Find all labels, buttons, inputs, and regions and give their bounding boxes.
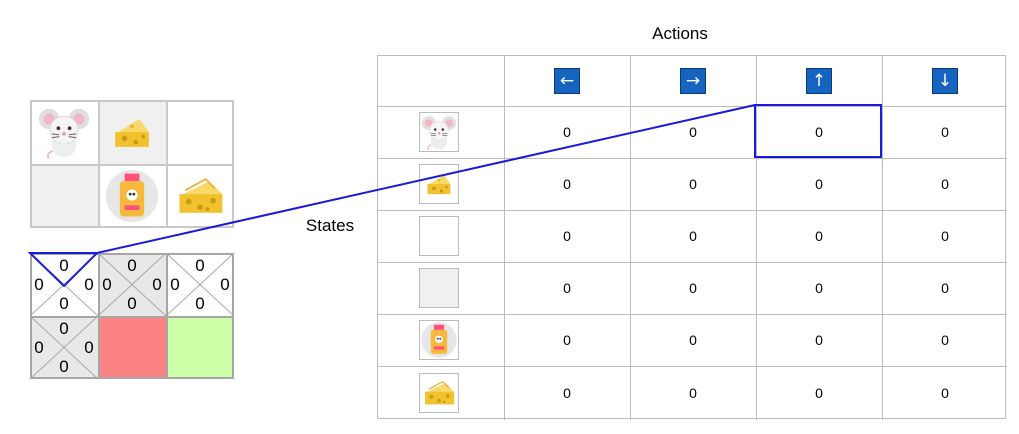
state-thumbnail-cheese-small <box>419 164 459 204</box>
cheese-stack-icon <box>425 380 455 405</box>
q-table-value: 0 <box>815 176 823 192</box>
q-table-value: 0 <box>689 280 697 296</box>
q-value-bottom: 0 <box>195 294 205 313</box>
q-table-value: 0 <box>689 228 697 244</box>
q-value-right: 0 <box>84 275 94 294</box>
grid-cell-empty-gray <box>30 164 98 228</box>
poison-icon <box>421 322 457 358</box>
q-table-value: 0 <box>563 280 571 296</box>
q-value-left: 0 <box>170 275 180 294</box>
table-row-divider <box>378 366 1007 367</box>
q-table-value: 0 <box>815 332 823 348</box>
q-cell-cross <box>166 253 234 316</box>
q-value-bottom: 0 <box>127 294 137 313</box>
q-value-left: 0 <box>34 275 44 294</box>
cheese-icon <box>427 175 451 195</box>
empty-gray-icon <box>420 269 458 307</box>
q-table-value: 0 <box>815 385 823 401</box>
q-table-value: 0 <box>941 385 949 401</box>
grid-cell-poison <box>98 164 166 228</box>
q-value-left: 0 <box>34 338 44 357</box>
poison-icon <box>105 169 159 223</box>
grid-world <box>30 100 234 228</box>
action-down-button[interactable]: ↓ <box>932 68 958 94</box>
table-row-divider <box>378 106 1007 107</box>
state-thumbnail-cheese-big <box>419 373 459 413</box>
q-value-top: 0 <box>59 256 69 275</box>
q-grid-line <box>30 316 234 318</box>
goal-terminal-cell <box>166 316 234 379</box>
q-table-value: 0 <box>563 228 571 244</box>
q-value-top: 0 <box>127 256 137 275</box>
q-value-right: 0 <box>220 275 230 294</box>
table-row-divider <box>378 158 1007 159</box>
q-table-value: 0 <box>815 280 823 296</box>
mouse-icon <box>38 108 90 159</box>
state-thumbnail-empty-gray <box>419 268 459 308</box>
state-thumbnail-mouse <box>419 112 459 152</box>
grid-cell-empty <box>166 100 234 164</box>
action-left-button[interactable]: ← <box>554 68 580 94</box>
table-row-divider <box>378 210 1007 211</box>
q-table-value: 0 <box>815 228 823 244</box>
q-grid-line <box>30 253 234 255</box>
q-value-top: 0 <box>59 319 69 338</box>
q-table-value: 0 <box>941 228 949 244</box>
states-label: States <box>305 216 355 235</box>
q-value-top: 0 <box>195 256 205 275</box>
q-grid-line <box>30 377 234 379</box>
q-table: ← → ↑ ↓ 0 0 0 0 0 0 0 0 0 0 0 0 0 0 0 0 0 0 0 0 0 0 0 0 <box>377 55 1007 420</box>
q-table-value: 0 <box>563 332 571 348</box>
cheese-icon <box>115 118 149 147</box>
q-table-value: 0 <box>941 332 949 348</box>
q-table-value: 0 <box>815 124 823 140</box>
grid-cell-mouse <box>30 100 98 164</box>
q-table-value: 0 <box>563 124 571 140</box>
q-table-value: 0 <box>563 385 571 401</box>
q-value-bottom: 0 <box>59 294 69 313</box>
state-thumbnail-poison <box>419 320 459 360</box>
grid-line <box>30 226 234 228</box>
q-value-right: 0 <box>84 338 94 357</box>
empty-icon <box>420 217 458 255</box>
grid-cell-cheese-small <box>98 100 166 164</box>
grid-cell-cheese-big <box>166 164 234 228</box>
q-table-value: 0 <box>941 124 949 140</box>
poison-terminal-cell <box>98 316 166 379</box>
q-value-bottom: 0 <box>59 357 69 376</box>
table-row-divider <box>378 262 1007 263</box>
table-column-divider <box>756 56 757 420</box>
q-table-value: 0 <box>941 280 949 296</box>
grid-line <box>30 164 234 166</box>
grid-line <box>30 100 234 102</box>
cheese-stack-icon <box>179 178 223 213</box>
mouse-icon <box>421 116 457 151</box>
q-table-value: 0 <box>689 176 697 192</box>
action-right-button[interactable]: → <box>680 68 706 94</box>
q-table-value: 0 <box>941 176 949 192</box>
q-value-right: 0 <box>152 275 162 294</box>
actions-title: Actions <box>652 24 708 43</box>
state-thumbnail-empty <box>419 216 459 256</box>
q-table-value: 0 <box>563 176 571 192</box>
action-up-button[interactable]: ↑ <box>806 68 832 94</box>
q-table-value: 0 <box>689 332 697 348</box>
q-cell-cross <box>30 316 98 379</box>
q-table-value: 0 <box>689 385 697 401</box>
table-row-divider <box>378 314 1007 315</box>
q-cell-cross <box>98 253 166 316</box>
q-table-value: 0 <box>689 124 697 140</box>
table-column-divider <box>882 56 883 420</box>
q-value-left: 0 <box>102 275 112 294</box>
